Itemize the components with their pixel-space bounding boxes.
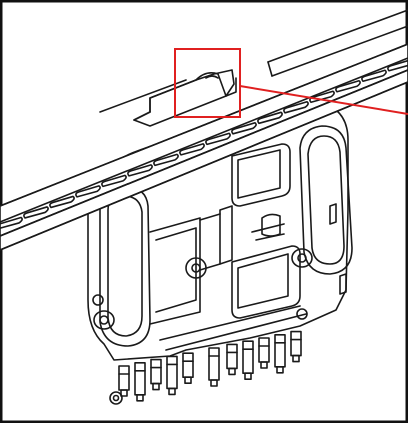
mounting-clip xyxy=(133,69,237,127)
cable-connector xyxy=(150,358,162,391)
callout-box xyxy=(174,48,241,118)
front-rail xyxy=(0,43,408,251)
cable-connector xyxy=(134,361,146,402)
connector-box xyxy=(231,245,301,319)
left-lobe-boss xyxy=(93,310,115,330)
right-lobe xyxy=(299,125,353,275)
callout xyxy=(174,48,408,118)
center-boss xyxy=(185,257,207,279)
rail-edge-left xyxy=(99,79,187,113)
rail-slot xyxy=(101,174,127,188)
rail-slot xyxy=(179,143,205,156)
cable-connector xyxy=(166,355,178,396)
rail-slot xyxy=(231,122,257,135)
rail-slot xyxy=(23,206,49,219)
back-rail xyxy=(267,9,408,77)
cable-connector xyxy=(274,333,286,374)
cable-connector xyxy=(290,330,302,363)
cable-connector xyxy=(258,337,270,369)
rail-slot xyxy=(205,132,231,146)
rail-slot xyxy=(257,111,283,125)
rail-slot xyxy=(75,185,101,198)
rail-slot xyxy=(49,195,75,209)
cable-connector xyxy=(242,340,254,381)
label-recess-top xyxy=(231,143,291,207)
bottom-connectors xyxy=(118,330,302,402)
right-lobe-boss xyxy=(291,248,313,268)
rail-slots xyxy=(0,59,408,230)
cable-connector xyxy=(118,365,130,397)
rail-slot xyxy=(387,59,408,72)
rail-slot xyxy=(127,164,153,177)
rail-slot xyxy=(283,100,309,114)
rail-slot xyxy=(309,90,335,104)
callout-leader-line xyxy=(239,85,408,115)
left-panel xyxy=(149,217,201,325)
cable-connector xyxy=(208,347,220,387)
cable-connector xyxy=(182,352,194,385)
rail-slot xyxy=(361,69,387,83)
rail-slot xyxy=(335,79,361,93)
cable-connector xyxy=(226,343,238,376)
central-channel xyxy=(219,205,233,265)
rail-slot xyxy=(0,216,23,230)
rail-slot xyxy=(153,153,179,167)
